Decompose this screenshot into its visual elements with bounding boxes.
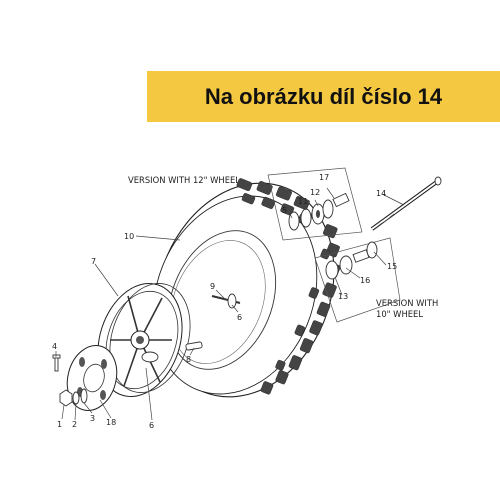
part-number-banner: Na obrázku díl číslo 14	[147, 71, 500, 122]
callout-1: 1	[57, 420, 62, 429]
callout-12: 12	[310, 188, 320, 197]
callout-15: 15	[387, 262, 397, 271]
wheel-rim-illustration	[97, 282, 191, 398]
callout-7: 7	[91, 257, 96, 266]
callout-2: 2	[72, 420, 77, 429]
brake-disc-illustration	[66, 345, 118, 411]
callout-18: 18	[106, 418, 116, 427]
callout-6-rim: 6	[149, 421, 154, 430]
version-10-parts-box	[314, 237, 401, 323]
leader-lines	[55, 187, 405, 421]
version-10-label-line1: VERSION WITH	[376, 298, 438, 308]
callout-9: 9	[210, 282, 215, 291]
part-callouts: 1 2 3 4 5 6 6 7 8 9 10 11 12 13 14 15 16…	[52, 173, 397, 430]
callout-11: 11	[298, 197, 308, 206]
callout-14: 14	[376, 189, 386, 198]
version-12-parts-box	[267, 167, 363, 241]
callout-16: 16	[360, 276, 370, 285]
callout-4: 4	[52, 342, 57, 351]
hub-spacer-illustration	[141, 293, 241, 363]
callout-3: 3	[90, 414, 95, 423]
axle-illustration	[370, 176, 442, 231]
callout-5: 5	[282, 206, 287, 215]
callout-17: 17	[319, 173, 329, 182]
callout-6-hub: 6	[237, 313, 242, 322]
callout-13: 13	[338, 292, 348, 301]
callout-10: 10	[124, 232, 134, 241]
banner-text: Na obrázku díl číslo 14	[204, 83, 443, 109]
callout-8: 8	[186, 355, 191, 364]
version-12-label: VERSION WITH 12" WHEEL	[128, 175, 240, 185]
version-10-label-line2: 10" WHEEL	[376, 309, 423, 319]
axle-nut-washers-illustration	[52, 354, 88, 407]
